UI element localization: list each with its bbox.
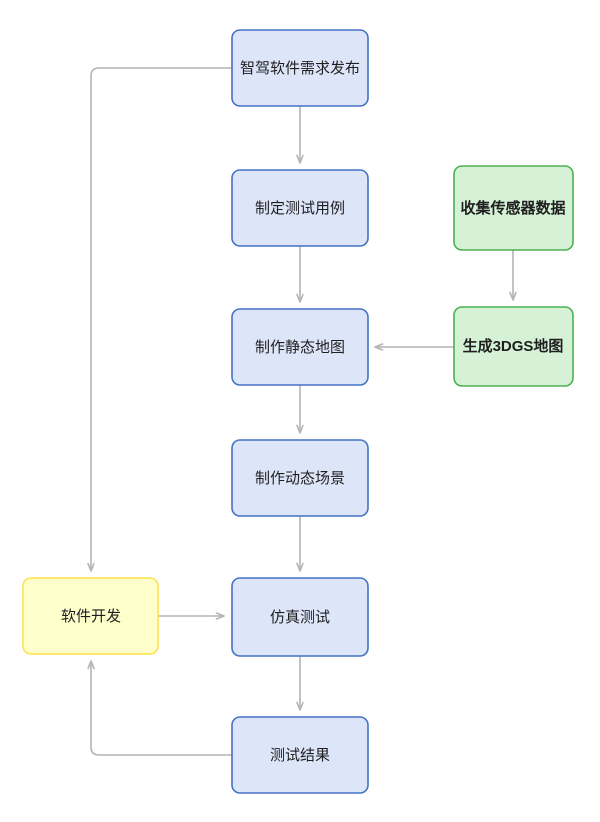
- node-dynamic[interactable]: 制作动态场景: [231, 439, 369, 517]
- edge-req-to-dev: [91, 67, 232, 571]
- node-simtest-label: 仿真测试: [270, 608, 330, 626]
- node-sensor-label: 收集传感器数据: [460, 199, 565, 217]
- node-dynamic-shape[interactable]: [231, 439, 369, 517]
- node-dev[interactable]: 软件开发: [22, 577, 159, 655]
- edge-layer: [91, 67, 513, 756]
- node-dynamic-label: 制作动态场景: [255, 470, 345, 487]
- node-req-label: 智驾软件需求发布: [240, 59, 360, 77]
- node-testcase-shape[interactable]: [231, 169, 369, 247]
- node-simtest-shape[interactable]: [231, 577, 369, 657]
- node-sensor-shape[interactable]: [453, 165, 574, 251]
- node-result-label: 测试结果: [270, 747, 330, 764]
- node-req-shape[interactable]: [231, 29, 369, 107]
- node-req[interactable]: 智驾软件需求发布: [231, 29, 369, 107]
- node-staticmap-shape[interactable]: [231, 308, 369, 386]
- node-testcase-label: 制定测试用例: [255, 200, 345, 217]
- node-staticmap-label: 制作静态地图: [255, 339, 345, 356]
- node-result-shape[interactable]: [231, 716, 369, 794]
- node-staticmap[interactable]: 制作静态地图: [231, 308, 369, 386]
- node-simtest[interactable]: 仿真测试: [231, 577, 369, 657]
- node-result[interactable]: 测试结果: [231, 716, 369, 794]
- node-3dgs-label: 生成3DGS地图: [463, 337, 564, 355]
- node-3dgs[interactable]: 生成3DGS地图: [453, 306, 574, 387]
- edge-result-to-dev: [91, 661, 232, 756]
- node-dev-label: 软件开发: [61, 608, 121, 625]
- node-testcase[interactable]: 制定测试用例: [231, 169, 369, 247]
- node-3dgs-shape[interactable]: [453, 306, 574, 387]
- node-sensor[interactable]: 收集传感器数据: [453, 165, 574, 251]
- node-dev-shape[interactable]: [22, 577, 159, 655]
